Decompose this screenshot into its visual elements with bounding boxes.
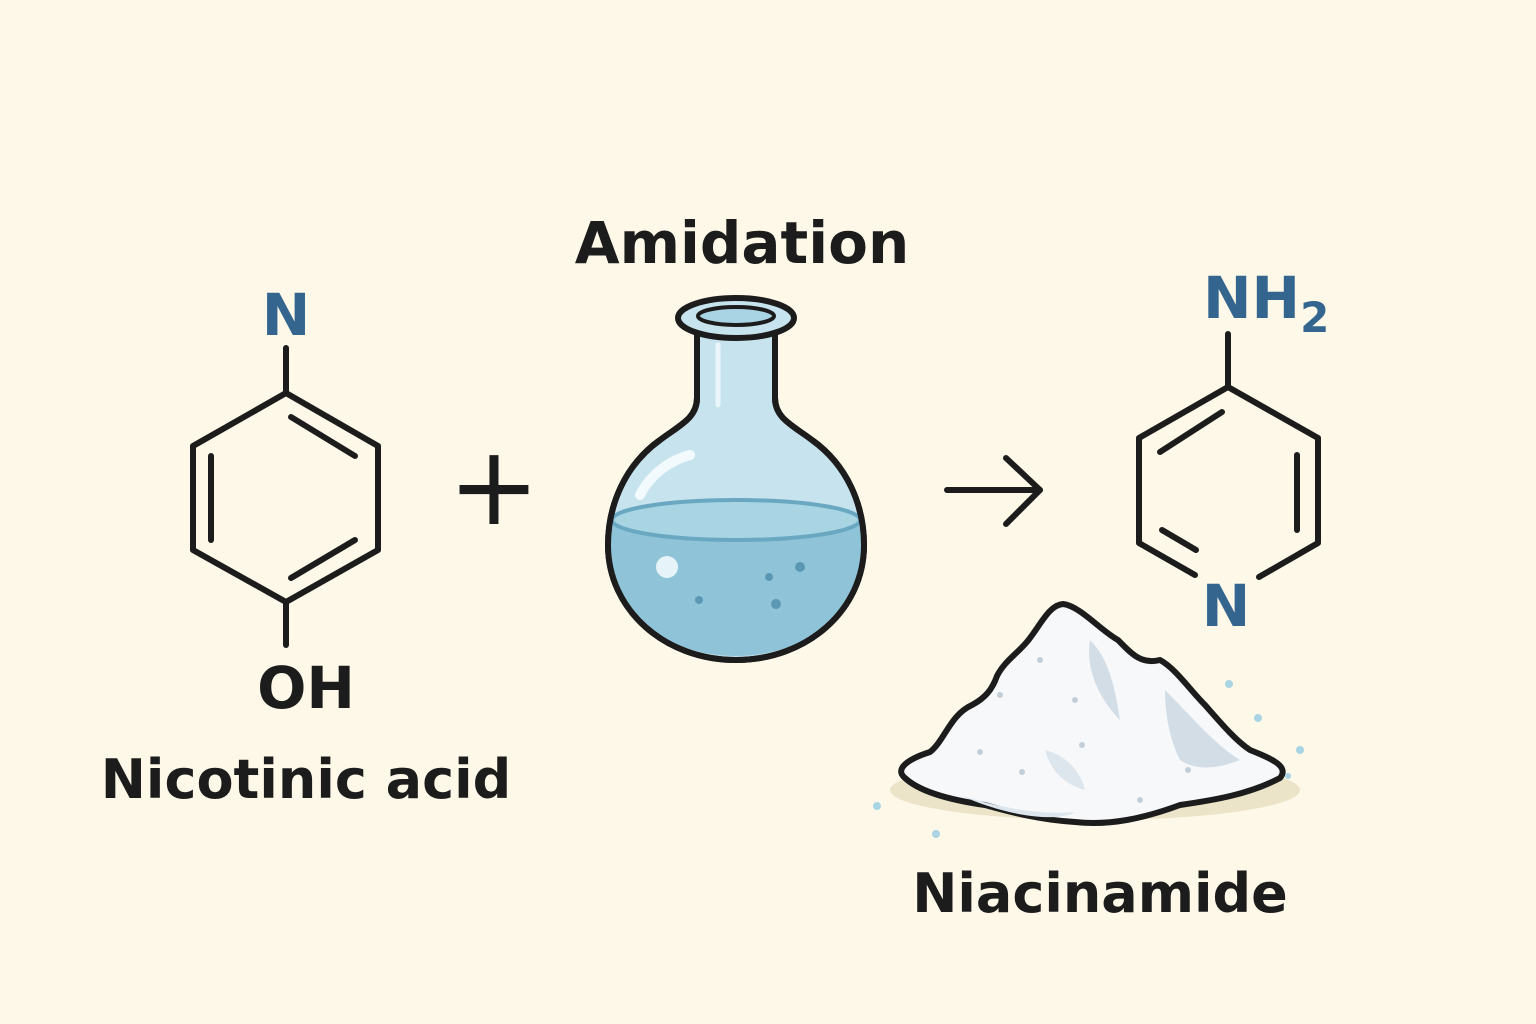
flask-bubble	[656, 556, 678, 578]
powder-shade	[1165, 690, 1240, 768]
powder-dust	[1296, 746, 1304, 754]
flask-bubble	[695, 596, 703, 604]
powder-shade	[1045, 750, 1085, 790]
round-bottom-flask-icon	[605, 295, 867, 663]
product-structure	[1136, 331, 1321, 580]
reactant-top-atom: N	[262, 281, 311, 349]
reactant-structure	[190, 345, 381, 648]
powder-speck	[1019, 769, 1025, 775]
product-top-group-main: NH	[1203, 264, 1300, 332]
reactant-ring	[190, 390, 381, 605]
powder-dust	[932, 830, 940, 838]
product-ring-atom: N	[1202, 572, 1251, 640]
flask-bubble	[771, 599, 781, 609]
powder-speck	[977, 749, 983, 755]
reactant-double-bond-1	[288, 414, 358, 459]
right-arrow-icon	[944, 455, 1043, 527]
powder-dust	[1285, 773, 1291, 779]
reactant-name: Nicotinic acid	[101, 748, 512, 811]
product-double-bond-3	[1159, 527, 1199, 553]
powder-speck	[1137, 797, 1143, 803]
flask-bubble	[765, 573, 773, 581]
powder-speck	[997, 692, 1003, 698]
product-name: Niacinamide	[912, 862, 1288, 925]
product-top-group: NH2	[1203, 264, 1329, 342]
product-top-group-subscript: 2	[1300, 293, 1329, 342]
process-label: Amidation	[575, 209, 910, 277]
flask-liquid	[608, 505, 864, 656]
flask-liquid-surface	[610, 498, 862, 542]
powder-speck	[1185, 767, 1191, 773]
powder-speck	[1072, 697, 1078, 703]
reactant-double-bond-3	[288, 537, 358, 581]
plus-sign: +	[448, 422, 540, 550]
powder-shade	[1089, 640, 1120, 720]
powder-dust	[873, 802, 881, 810]
flask-mouth	[696, 305, 776, 327]
product-ring-upper	[1136, 384, 1321, 580]
powder-speck	[1037, 657, 1043, 663]
powder-speck	[1079, 742, 1085, 748]
product-double-bond-1	[1157, 409, 1225, 455]
flask-outline	[605, 332, 867, 663]
flask-highlight	[635, 450, 695, 500]
powder-shade	[960, 795, 1075, 818]
reactant-bottom-group: OH	[257, 654, 355, 722]
powder-dust	[1254, 714, 1262, 722]
powder-pile-icon	[873, 601, 1304, 838]
flask-bubble	[795, 562, 805, 572]
powder-dust	[1225, 680, 1233, 688]
